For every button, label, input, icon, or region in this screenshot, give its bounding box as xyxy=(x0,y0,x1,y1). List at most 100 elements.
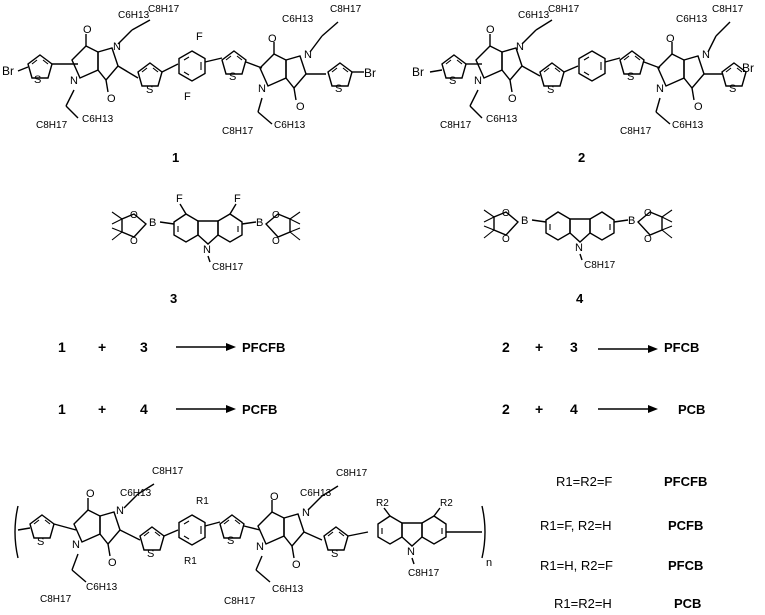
atom-s: S xyxy=(331,548,338,560)
condition-text: R1=H, R2=F xyxy=(540,558,613,573)
atom-b: B xyxy=(628,215,635,227)
atom-o: O xyxy=(107,93,116,105)
condition-text: R1=R2=H xyxy=(554,596,612,611)
atom-n: N xyxy=(304,49,312,61)
plus-sign: + xyxy=(98,339,106,355)
alkyl-c8h17: C8H17 xyxy=(408,568,440,579)
atom-o: O xyxy=(502,234,510,245)
atom-s: S xyxy=(729,83,736,95)
polymer-name: PCFB xyxy=(668,518,703,533)
product-name: PFCFB xyxy=(242,340,285,355)
compound-label-2: 2 xyxy=(578,150,585,165)
alkyl-c8h17: C8H17 xyxy=(40,594,72,605)
alkyl-c6h13: C6H13 xyxy=(120,488,152,499)
alkyl-c8h17: C8H17 xyxy=(222,126,254,137)
product-name: PCFB xyxy=(242,402,277,417)
alkyl-c6h13: C6H13 xyxy=(300,488,332,499)
atom-s: S xyxy=(335,83,342,95)
reaction-1: 1 + 3 PFCFB xyxy=(58,339,285,355)
atom-f: F xyxy=(176,193,183,205)
atom-br: Br xyxy=(742,61,754,75)
condition-text: R1=F, R2=H xyxy=(540,518,612,533)
atom-o: O xyxy=(644,208,652,219)
atom-o: O xyxy=(130,210,138,221)
atom-n: N xyxy=(256,541,264,553)
reaction-4: 2 + 4 PCB xyxy=(502,401,705,417)
atom-br: Br xyxy=(2,64,14,78)
polymer-structure: n S O O N N C6H13 C8H17 C8H17 C6H13 S R1… xyxy=(14,466,492,607)
atom-s: S xyxy=(34,74,41,86)
alkyl-c8h17: C8H17 xyxy=(148,4,180,15)
atom-r2: R2 xyxy=(440,498,453,509)
alkyl-c6h13: C6H13 xyxy=(82,114,114,125)
alkyl-c8h17: C8H17 xyxy=(224,596,256,607)
atom-o: O xyxy=(666,33,675,45)
compound-label-1: 1 xyxy=(172,150,179,165)
reactant-a: 1 xyxy=(58,339,66,355)
bracket-left xyxy=(14,505,19,559)
atom-s: S xyxy=(147,548,154,560)
atom-s: S xyxy=(227,535,234,547)
compound-label-4: 4 xyxy=(576,291,584,306)
atom-n: N xyxy=(516,41,524,53)
atom-b: B xyxy=(256,217,263,229)
atom-r1: R1 xyxy=(184,556,197,567)
product-name: PCB xyxy=(678,402,705,417)
atom-o: O xyxy=(296,101,305,113)
alkyl-c6h13: C6H13 xyxy=(486,114,518,125)
product-name: PFCB xyxy=(664,340,699,355)
alkyl-c6h13: C6H13 xyxy=(272,584,304,595)
alkyl-c8h17: C8H17 xyxy=(336,468,368,479)
compound-3-structure: N C8H17 F F B O O B O O 3 xyxy=(111,193,301,306)
subscript-n: n xyxy=(486,557,492,569)
atom-o: O xyxy=(108,557,117,569)
alkyl-c8h17: C8H17 xyxy=(548,4,580,15)
atom-b: B xyxy=(521,215,528,227)
alkyl-c8h17: C8H17 xyxy=(152,466,184,477)
atom-o: O xyxy=(270,491,279,503)
atom-o: O xyxy=(268,33,277,45)
atom-n: N xyxy=(407,546,415,558)
atom-n: N xyxy=(203,244,211,256)
atom-o: O xyxy=(694,101,703,113)
atom-n: N xyxy=(258,83,266,95)
reaction-3: 2 + 3 PFCB xyxy=(502,339,699,355)
plus-sign: + xyxy=(535,401,543,417)
bracket-right xyxy=(481,505,486,559)
reaction-2: 1 + 4 PCFB xyxy=(58,401,277,417)
atom-f: F xyxy=(196,31,203,43)
alkyl-c8h17: C8H17 xyxy=(330,4,362,15)
atom-s: S xyxy=(146,84,153,96)
atom-n: N xyxy=(656,83,664,95)
plus-sign: + xyxy=(98,401,106,417)
atom-r1: R1 xyxy=(196,496,209,507)
alkyl-c6h13: C6H13 xyxy=(118,10,150,21)
polymer-name: PFCB xyxy=(668,558,703,573)
polymer-name: PCB xyxy=(674,596,701,611)
reactant-a: 2 xyxy=(502,339,510,355)
alkyl-c8h17: C8H17 xyxy=(212,262,244,273)
plus-sign: + xyxy=(535,339,543,355)
alkyl-c6h13: C6H13 xyxy=(672,120,704,131)
atom-f: F xyxy=(184,91,191,103)
atom-s: S xyxy=(627,71,634,83)
alkyl-c6h13: C6H13 xyxy=(274,120,306,131)
alkyl-c6h13: C6H13 xyxy=(518,10,550,21)
alkyl-c8h17: C8H17 xyxy=(712,4,744,15)
atom-n: N xyxy=(72,539,80,551)
atom-o: O xyxy=(644,234,652,245)
atom-o: O xyxy=(272,210,280,221)
atom-r2: R2 xyxy=(376,498,389,509)
alkyl-c8h17: C8H17 xyxy=(584,260,616,271)
alkyl-c6h13: C6H13 xyxy=(86,582,118,593)
atom-o: O xyxy=(502,208,510,219)
atom-n: N xyxy=(113,41,121,53)
atom-o: O xyxy=(508,93,517,105)
atom-o: O xyxy=(86,488,95,500)
reactant-b: 3 xyxy=(570,339,578,355)
atom-s: S xyxy=(37,536,44,548)
condition-text: R1=R2=F xyxy=(556,474,612,489)
atom-n: N xyxy=(70,75,78,87)
atom-n: N xyxy=(702,49,710,61)
